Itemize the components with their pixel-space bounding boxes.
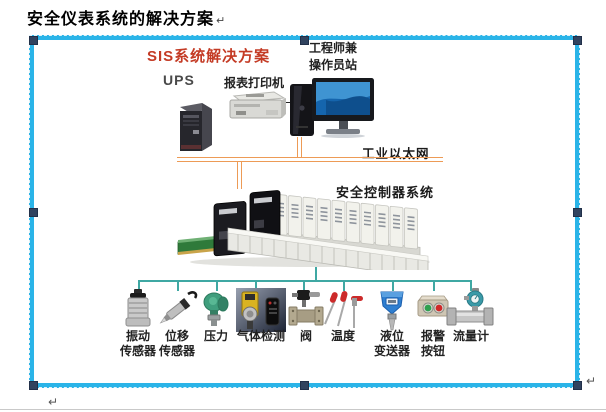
sensor-bus-drop [138,280,140,291]
paragraph-mark: ↵ [216,15,227,27]
selection-handle-top-middle[interactable] [300,36,309,45]
level-transmitter-icon [375,288,409,332]
window-bottom-edge [0,409,606,410]
selection-handle-middle-left[interactable] [29,208,38,217]
sensor-item-gas-detection [229,288,293,337]
ups-label: UPS [163,72,195,88]
vibration-sensor-icon [123,288,153,332]
safety-controller-label: 安全控制器系统 [336,185,435,200]
sensor-label-displacement: 位移传感器 [158,329,195,358]
workstation-icon [288,76,376,145]
sensor-item-valve [274,288,338,337]
sensor-item-flow-meter [439,288,503,337]
displacement-sensor-icon [154,288,200,332]
sensor-label-temperature: 温度 [330,329,355,343]
page-title: 安全仪表系统的解决方案↵ [27,11,227,28]
diagram-heading: SIS系统解决方案 [147,48,271,65]
printer-label: 报表打印机 [224,76,285,90]
sensor-item-displacement [145,288,209,335]
sensor-label-alarm-button: 报警按钮 [420,329,445,358]
sensor-bus-line [138,280,472,282]
safety-controller-icon [170,180,442,279]
engineer-operator-station-label: 工程师兼 操作员站 [309,41,358,72]
sensor-label-vibration: 振动传感器 [119,329,156,358]
selection-handle-bottom-middle[interactable] [300,381,309,390]
valve-icon [286,288,326,332]
selection-handle-bottom-left[interactable] [29,381,38,390]
pressure-transmitter-icon [201,288,231,332]
selection-handle-middle-right[interactable] [573,208,582,217]
sensor-item-level-transmitter [360,288,424,337]
sensor-label-level-transmitter: 液位变送器 [373,329,410,358]
sensor-item-temperature [311,288,375,337]
sensor-bus-drop [392,280,394,291]
sensor-label-flow-meter: 流量计 [452,329,489,343]
temperature-probe-icon [321,288,365,332]
ethernet-bus-line [177,157,443,162]
sensor-bus-drop [343,280,345,291]
gas-detector-icon [236,288,286,332]
sensor-label-gas-detection: 气体检测 [236,329,285,343]
printer-icon [222,84,290,131]
sensor-bus-drop [216,280,218,291]
ethernet-drop-controller [237,161,242,189]
sensor-bus-drop [433,280,435,291]
flow-meter-icon [446,288,496,332]
sensor-item-vibration [106,288,170,335]
sensor-label-valve: 阀 [299,329,312,343]
sensor-item-alarm-button [401,288,465,337]
selection-handle-bottom-right[interactable] [573,381,582,390]
sensor-bus-drop [255,280,257,291]
sensor-bus-drop [177,280,179,291]
selection-handle-top-right[interactable] [573,36,582,45]
sensor-bus-drop [303,280,305,291]
paragraph-mark: ↵ [48,395,59,409]
sensor-item-pressure [184,288,248,335]
ethernet-riser-workstation [297,137,302,157]
ups-icon [175,97,217,158]
paragraph-mark: ↵ [586,374,597,388]
alarm-button-icon [414,288,452,332]
selection-handle-top-left[interactable] [29,36,38,45]
sensor-bus-drop [470,280,472,291]
sensor-label-pressure: 压力 [203,329,228,343]
